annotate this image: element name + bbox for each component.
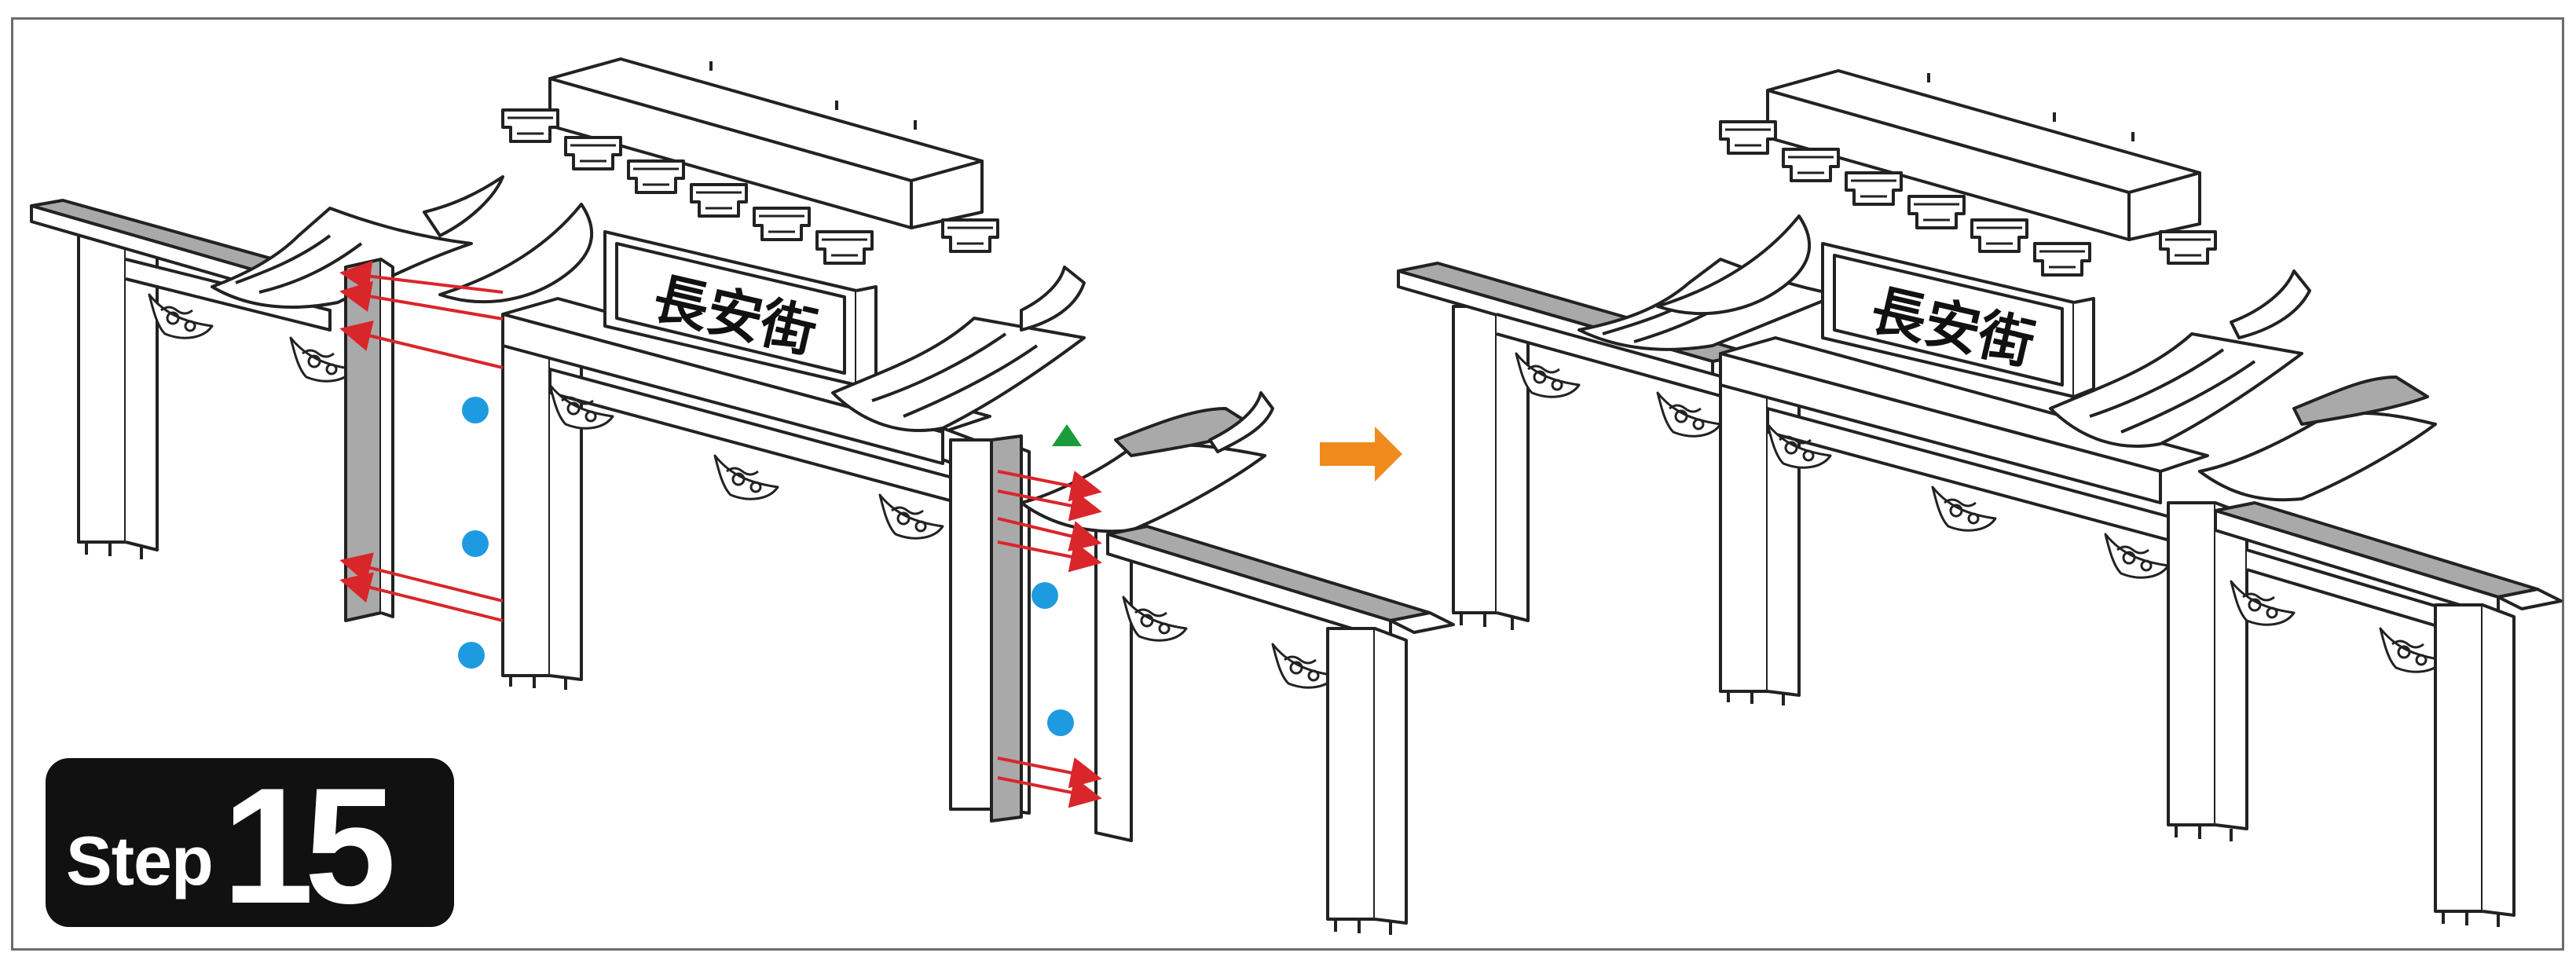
red-arrow-5	[339, 572, 504, 622]
assembled-left-bracket-2	[1656, 391, 1722, 438]
right-outer-pillar	[1326, 627, 1408, 935]
left-assembly-illustration: 長安街	[30, 57, 1455, 935]
assembled-roof-box	[1766, 69, 2201, 241]
red-assembly-arrows	[339, 260, 1102, 808]
green-triangle-icon	[1052, 424, 1082, 446]
main-bracket-ornament-3	[878, 493, 944, 540]
step-badge: Step 15	[46, 753, 454, 939]
orange-right-arrow-icon	[1320, 427, 1402, 482]
right-outer-beam	[1106, 525, 1455, 642]
red-arrow-1	[339, 260, 504, 294]
assembled-main-bracket-3	[2104, 533, 2170, 580]
main-roof-box	[548, 57, 984, 229]
right-gray-connector	[990, 434, 1023, 823]
left-outer-pillar	[77, 230, 159, 559]
right-assembled-illustration: 長安街	[1397, 69, 2563, 927]
blue-glue-dots	[458, 397, 1074, 736]
red-arrow-6	[997, 470, 1102, 502]
right-side-roof	[1020, 391, 1274, 533]
assembled-left-outer-pillar	[1452, 305, 1530, 630]
red-arrow-2	[339, 280, 504, 321]
red-arrow-4	[339, 552, 504, 603]
assembled-main-upper-beam	[1719, 336, 2209, 544]
red-arrow-3	[339, 321, 504, 369]
red-arrow-8	[997, 517, 1102, 551]
left-side-roof	[211, 175, 504, 309]
diagram-frame	[11, 17, 2564, 951]
main-front-roof	[438, 203, 1086, 473]
step-number: 15	[222, 753, 397, 939]
assembled-main-bracket-2	[1931, 485, 1997, 533]
assembled-front-roofs	[1656, 214, 2437, 502]
red-arrow-7	[997, 489, 1102, 522]
red-arrow-11	[997, 776, 1102, 808]
red-arrow-9	[997, 540, 1102, 573]
assembled-main-right-pillar	[2167, 501, 2248, 841]
blue-dot-icon	[462, 397, 489, 423]
main-sign-plaque	[603, 230, 878, 387]
assembled-sign-plaque	[1821, 242, 2095, 398]
assembled-right-outer-pillar	[2434, 603, 2516, 927]
blue-dot-icon	[462, 530, 489, 557]
blue-dot-icon	[1047, 709, 1074, 736]
blue-dot-icon	[458, 642, 485, 669]
red-arrow-10	[997, 757, 1102, 789]
blue-dot-icon	[1031, 582, 1058, 609]
step-label: Step	[66, 822, 214, 900]
main-bracket-ornament-2	[713, 454, 779, 501]
